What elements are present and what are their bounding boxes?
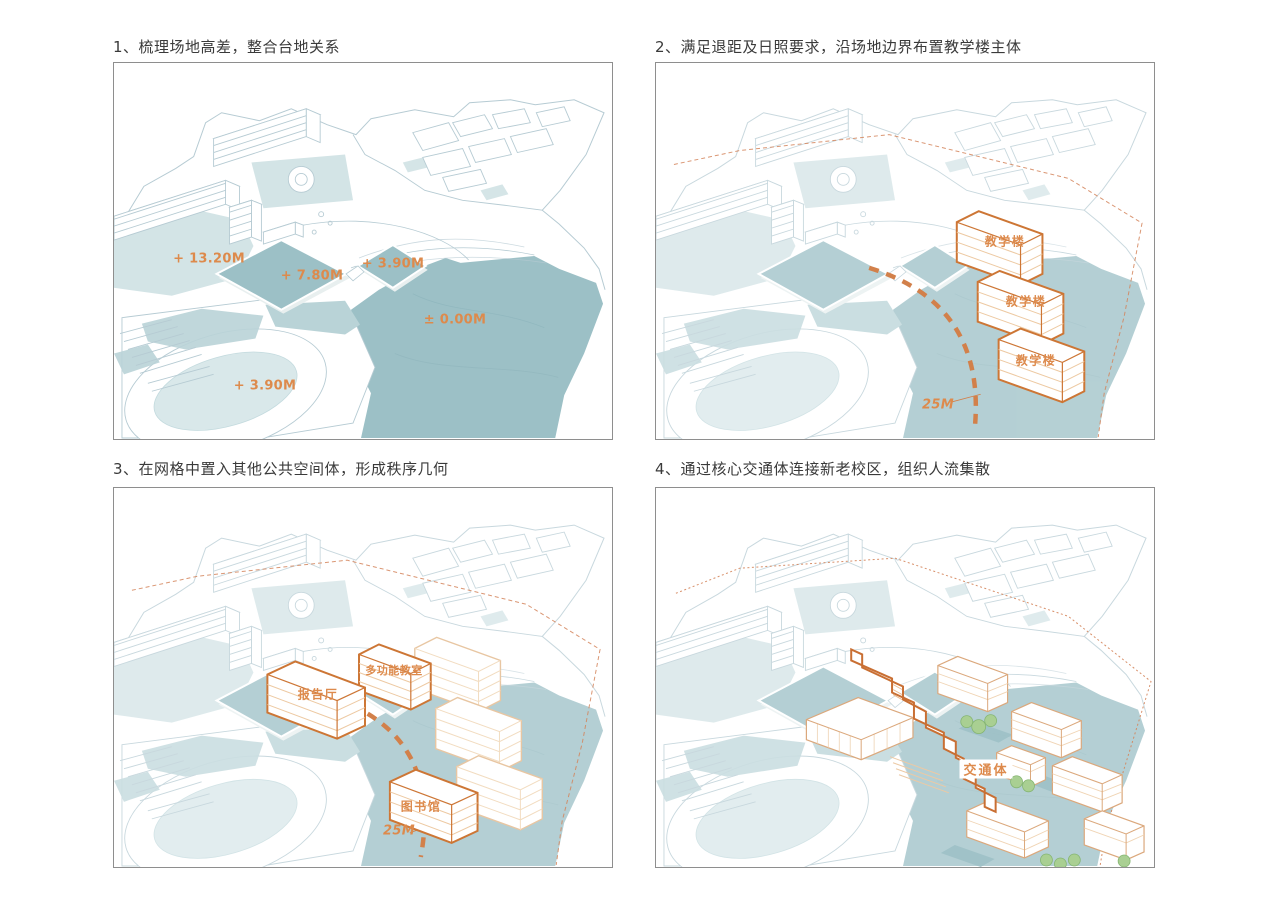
panel-3-drawing <box>114 524 607 867</box>
building-label: 图书馆 <box>400 799 442 814</box>
building-label: 教学楼 <box>1005 294 1047 309</box>
elevation-label: + 3.90M <box>361 256 425 272</box>
setback-arc <box>868 265 981 430</box>
classroom-block <box>966 799 1050 859</box>
building-label: 教学楼 <box>984 234 1026 249</box>
panel-4-figure: 交通体 <box>655 487 1155 868</box>
multifunction-classroom-box <box>358 643 432 711</box>
library-box <box>388 768 479 845</box>
panel-3-figure: 多功能教室 报告厅 图书馆 25M <box>113 487 613 868</box>
panel-2-title: 2、满足退距及日照要求，沿场地边界布置教学楼主体 <box>655 38 1022 56</box>
elevation-label: + 13.20M <box>173 251 245 267</box>
circulation-spine <box>850 647 997 814</box>
teaching-building-box <box>997 327 1086 404</box>
panel-3-title: 3、在网格中置入其他公共空间体，形成秩序几何 <box>113 460 449 478</box>
building-label: 教学楼 <box>1015 353 1057 368</box>
elevation-label: ± 0.00M <box>423 312 487 328</box>
gym-stairs <box>889 756 949 794</box>
building-label: 多功能教室 <box>365 664 423 677</box>
panel-4-drawing <box>656 524 1152 867</box>
panel-4-title: 4、通过核心交通体连接新老校区，组织人流集散 <box>655 460 991 478</box>
tree <box>960 714 1131 867</box>
teaching-building-box <box>976 269 1065 346</box>
panel-2-drawing <box>656 98 1149 439</box>
panel-1-title: 1、梳理场地高差，整合台地关系 <box>113 38 341 56</box>
site-boundary-dashed <box>131 559 601 866</box>
distance-label: 25M <box>922 397 954 413</box>
circulation-label: 交通体 <box>959 759 1013 779</box>
classroom-block <box>937 655 1009 713</box>
elevation-label: + 7.80M <box>280 268 344 284</box>
classroom-block <box>1010 701 1082 759</box>
elevation-label: + 3.90M <box>233 378 297 394</box>
lecture-hall-box <box>266 660 366 740</box>
distance-label: 25M <box>383 823 415 839</box>
panel-2-figure: 教学楼 教学楼 教学楼 25M <box>655 62 1155 440</box>
site-boundary-dashed <box>673 134 1143 438</box>
panel-1-figure: + 13.20M + 7.80M + 3.90M ± 0.00M + 3.90M <box>113 62 613 440</box>
building-label: 报告厅 <box>297 687 339 702</box>
